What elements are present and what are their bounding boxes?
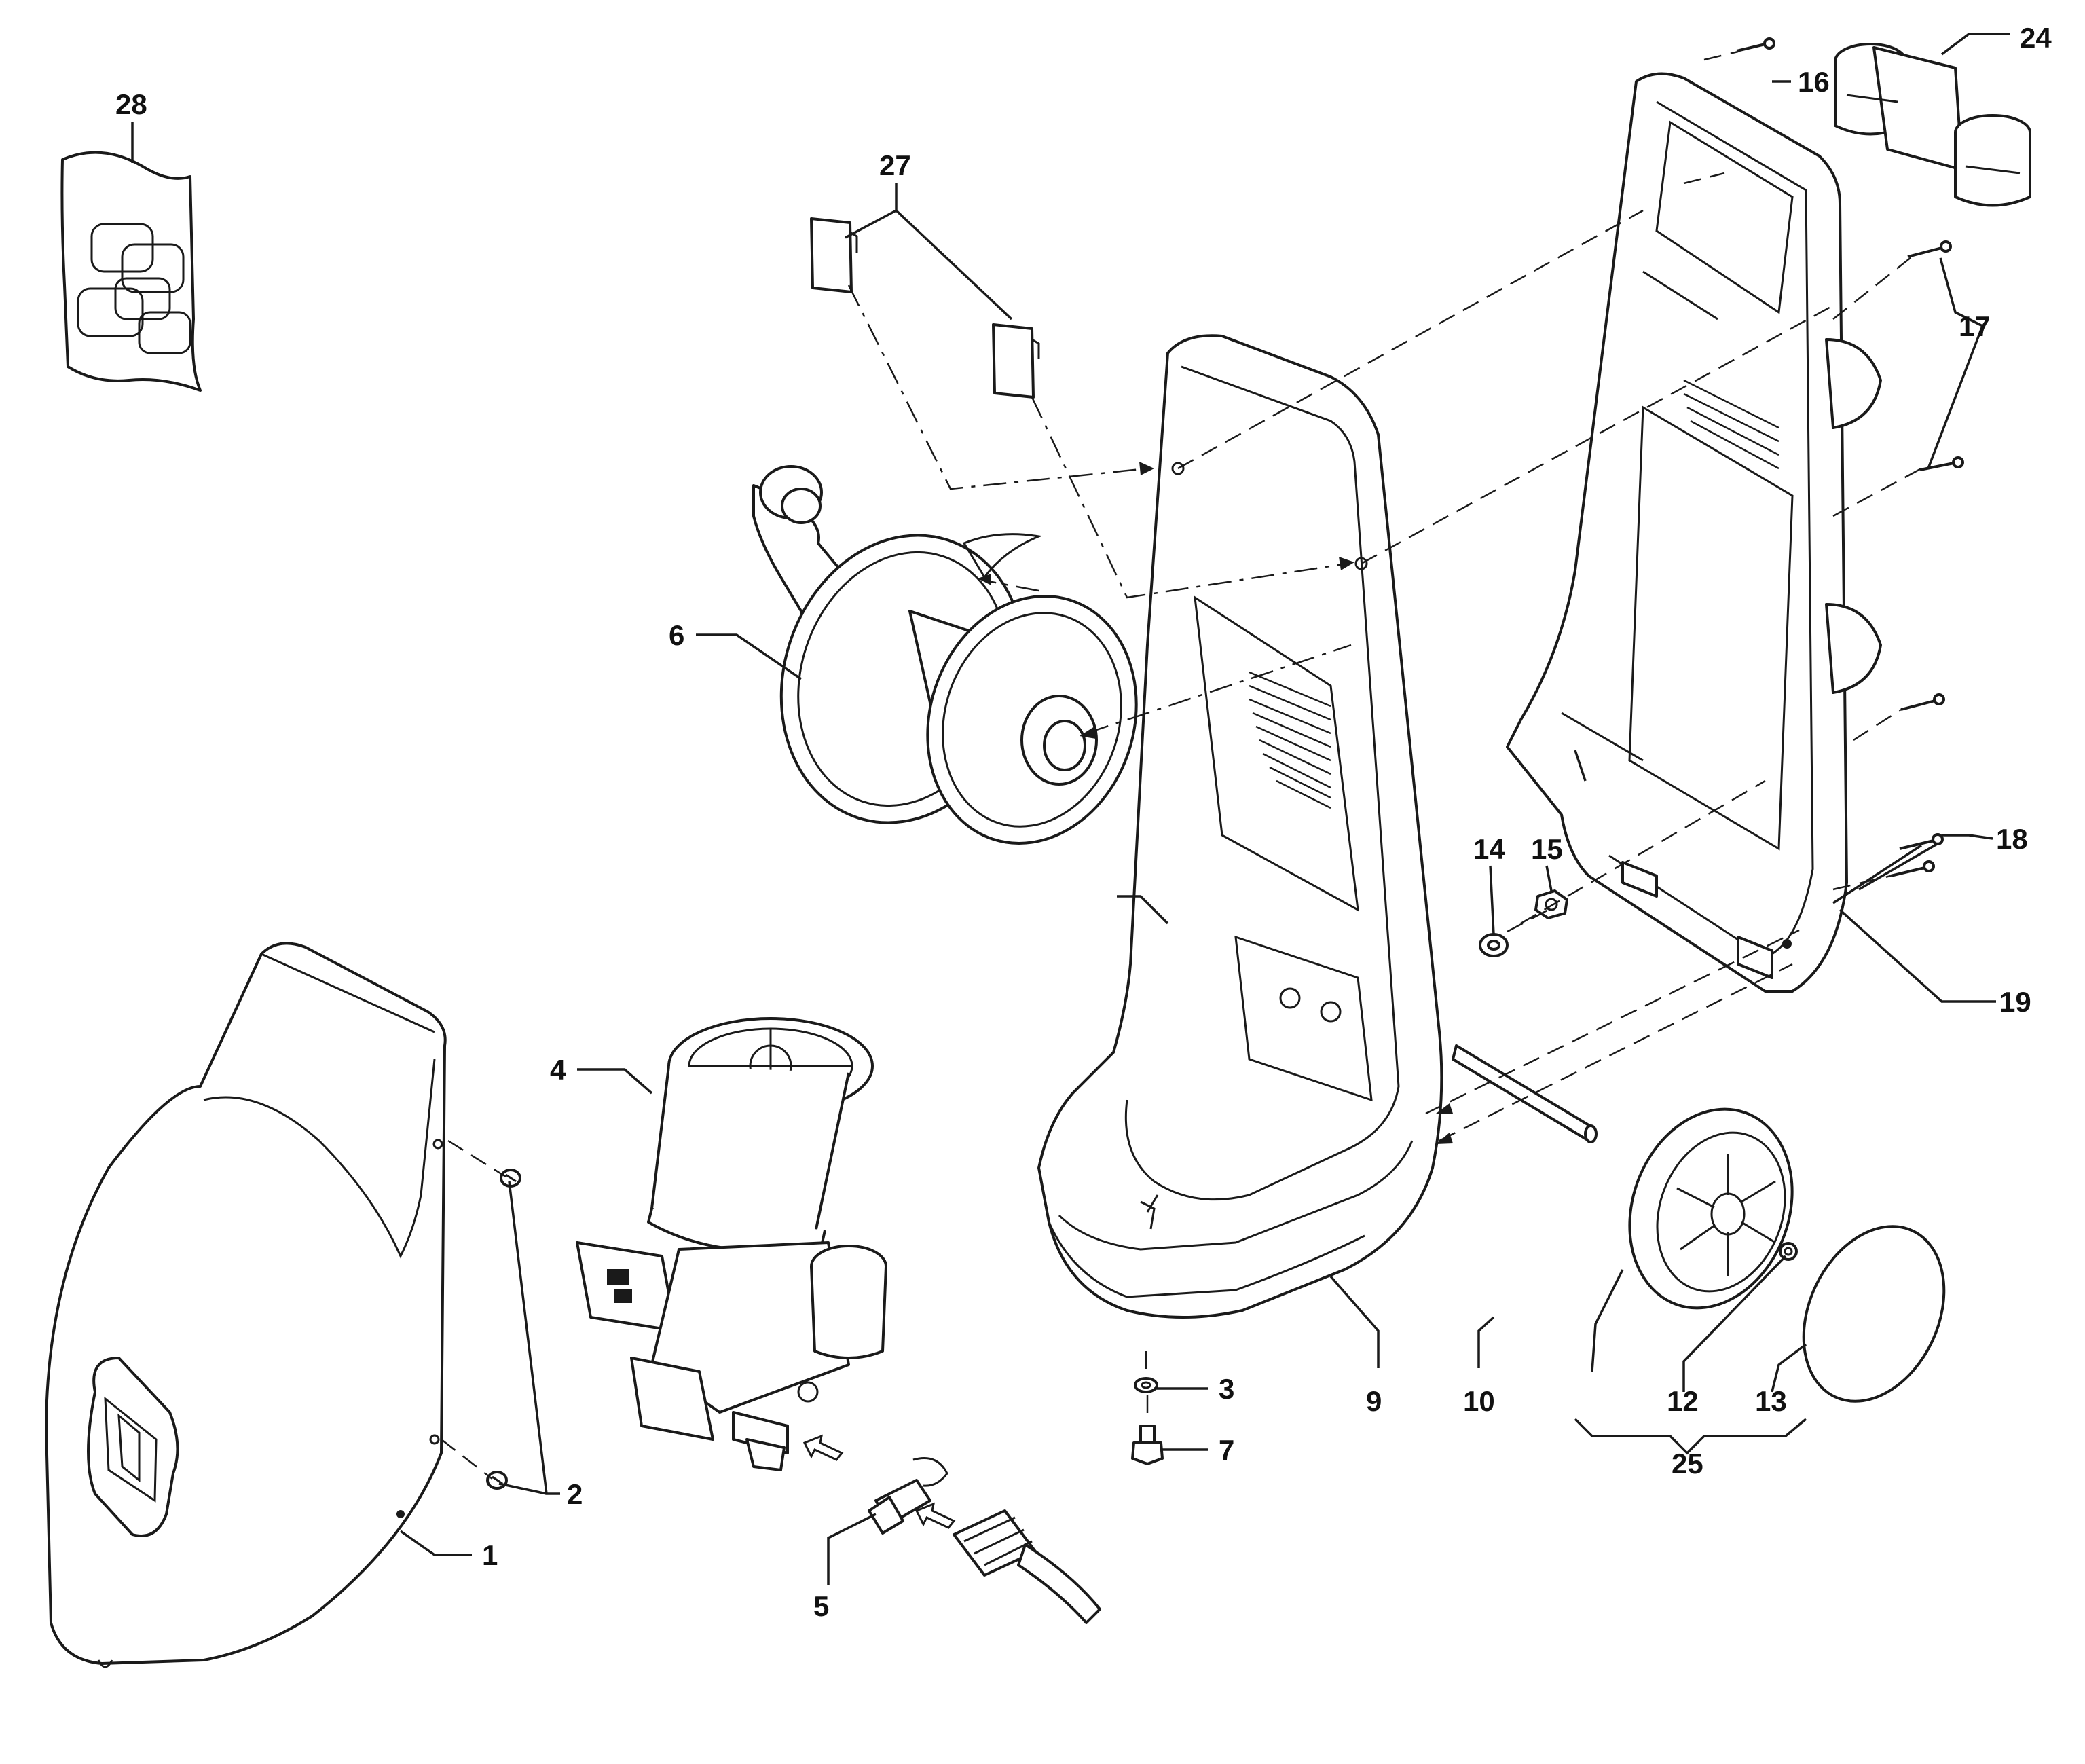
callout-19: 19 [1999,986,2031,1018]
part-9-front-frame [1037,334,1443,1319]
callout-28: 28 [115,88,147,120]
garden-hose [953,1509,1101,1624]
callout-27: 27 [879,149,911,181]
part-10-axle [1452,1044,1598,1143]
part-5-connector [868,1457,948,1535]
callout-3: 3 [1219,1373,1234,1405]
rear-frame-vent [1683,379,1779,470]
part-25-wheel [1628,1107,1794,1310]
part-3-washer [1134,1377,1158,1393]
callout-2: 2 [567,1478,583,1510]
callout-14: 14 [1473,833,1505,865]
callout-5: 5 [813,1590,829,1622]
leader-lines [131,33,2010,1585]
callout-15: 15 [1531,833,1563,865]
part-24-accessory-holder [1834,43,2031,207]
part-6-hose-reel [752,465,1138,845]
callout-25: 25 [1672,1448,1703,1480]
callout-13: 13 [1755,1385,1787,1417]
part-7-screw [1131,1425,1164,1465]
callout-18: 18 [1996,823,2028,855]
callout-24: 24 [2020,22,2052,54]
part-19-rear-frame [1506,72,1882,993]
callout-labels: 28 27 6 4 2 1 5 3 7 9 10 12 13 25 14 15 … [115,22,2052,1622]
callout-17: 17 [1959,310,1991,342]
callout-9: 9 [1366,1385,1382,1417]
callout-10: 10 [1463,1385,1495,1417]
part-12-clip [1779,1242,1798,1261]
screws-16-17-18 [1736,37,1964,877]
callout-4: 4 [550,1054,566,1086]
part-2-screws [486,1169,521,1490]
callout-16: 16 [1798,66,1830,98]
water-flow-arrows [802,1434,956,1529]
callout-1: 1 [482,1539,498,1571]
part-4-motor-pump [576,1017,887,1471]
callout-7: 7 [1219,1434,1234,1466]
callout-6: 6 [669,619,684,651]
callout-12: 12 [1667,1385,1699,1417]
part-14-washer [1479,933,1509,957]
part-1-front-cover [45,942,447,1668]
part-27-labels [810,217,1040,399]
assembly-lines [441,50,1922,1480]
part-13-hubcap [1802,1225,1946,1403]
part-15-nut [1534,889,1568,919]
part-28-label-sheet [60,151,202,392]
front-frame-vent [1249,671,1331,809]
